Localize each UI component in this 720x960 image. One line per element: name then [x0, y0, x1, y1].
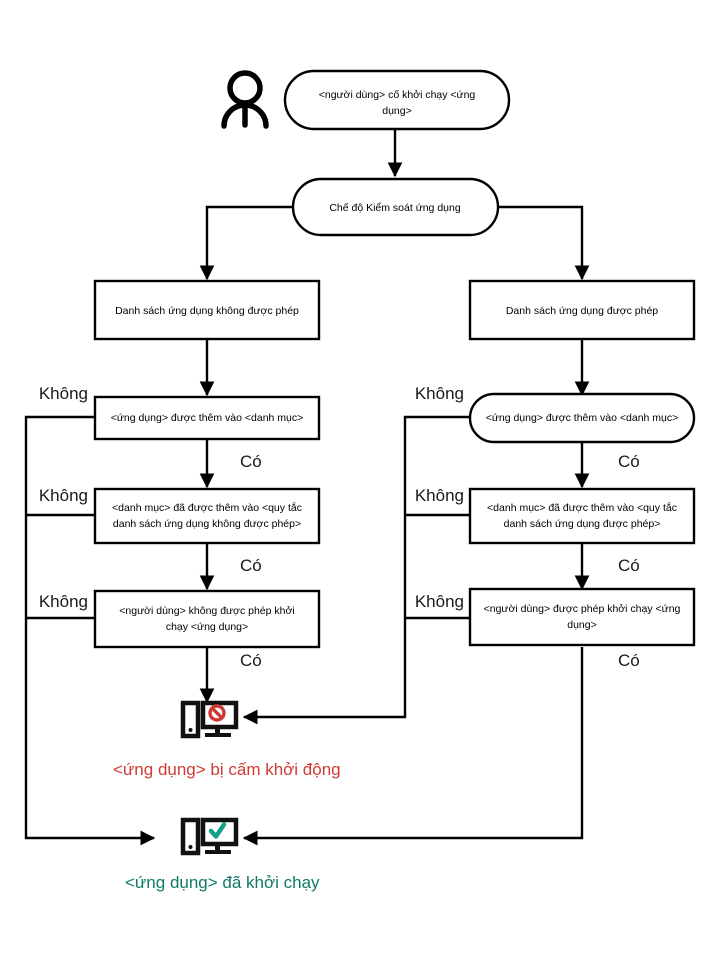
node-right-category-in-rule: <danh mục> đã được thêm vào <quy tắc dan…	[468, 487, 696, 545]
edge-label-right-no-1: Không	[415, 384, 464, 403]
node-right-q2-line2: danh sách ứng dụng được phép>	[504, 518, 661, 530]
pc-allowed-icon	[180, 817, 239, 856]
node-right-user-allowed: <người dùng> được phép khởi chạy <ứng dụ…	[468, 587, 696, 647]
edge-label-left-no-2: Không	[39, 486, 88, 505]
edge-label-left-no-1: Không	[39, 384, 88, 403]
outcome-denied-label: <ứng dụng> bị cấm khởi động	[113, 760, 341, 779]
user-actor-icon	[221, 70, 269, 129]
edge-right-no-rail	[242, 415, 470, 725]
node-left-q3-line1: <người dùng> không được phép khởi	[119, 605, 294, 617]
edge-mode-to-allowlist	[498, 205, 590, 281]
node-denylist-label: Danh sách ứng dụng không được phép	[115, 305, 299, 317]
node-right-q3-line2: dụng>	[567, 619, 597, 631]
node-start-line1: <người dùng> cố khởi chạy <ứng	[319, 89, 476, 101]
edge-mode-to-denylist	[199, 205, 292, 281]
node-left-q2-line1: <danh mục> đã được thêm vào <quy tắc	[112, 501, 302, 514]
node-left-app-in-category: <ứng dụng> được thêm vào <danh mục>	[93, 395, 321, 441]
edge-label-right-yes-3: Có	[618, 651, 640, 670]
node-left-q3-line2: chạy <ứng dụng>	[166, 621, 248, 633]
node-right-q1-label: <ứng dụng> được thêm vào <danh mục>	[486, 412, 679, 424]
node-right-q2-line1: <danh mục> đã được thêm vào <quy tắc	[487, 501, 677, 514]
node-start-line2: dụng>	[382, 105, 412, 117]
node-left-q2-line2: danh sách ứng dụng không được phép>	[113, 518, 301, 530]
node-left-user-not-allowed: <người dùng> không được phép khởi chạy <…	[93, 589, 321, 649]
node-right-q3-line1: <người dùng> được phép khởi chạy <ứng	[484, 603, 681, 615]
outcome-allowed-label: <ứng dụng> đã khởi chạy	[125, 873, 320, 892]
edge-right-q3-yes-to-allowed	[242, 647, 584, 846]
node-start: <người dùng> cố khởi chạy <ứng dụng>	[283, 69, 511, 131]
edge-label-right-yes-1: Có	[618, 452, 640, 471]
node-denylist: Danh sách ứng dụng không được phép	[93, 279, 321, 341]
node-allowlist-label: Danh sách ứng dụng được phép	[506, 305, 658, 317]
edge-label-left-yes-1: Có	[240, 452, 262, 471]
node-allowlist: Danh sách ứng dụng được phép	[468, 279, 696, 341]
pc-denied-icon	[180, 700, 239, 739]
node-mode-label: Chế độ Kiểm soát ứng dụng	[329, 202, 461, 214]
edge-label-left-no-3: Không	[39, 592, 88, 611]
edge-label-right-no-2: Không	[415, 486, 464, 505]
node-left-category-in-rule: <danh mục> đã được thêm vào <quy tắc dan…	[93, 487, 321, 545]
node-left-q1-label: <ứng dụng> được thêm vào <danh mục>	[111, 412, 304, 424]
edge-left-no-rail	[24, 415, 156, 846]
edge-label-left-yes-3: Có	[240, 651, 262, 670]
edge-label-left-yes-2: Có	[240, 556, 262, 575]
node-app-control-mode: Chế độ Kiểm soát ứng dụng	[291, 177, 500, 237]
node-right-app-in-category: <ứng dụng> được thêm vào <danh mục>	[468, 392, 696, 444]
edge-label-right-no-3: Không	[415, 592, 464, 611]
edge-label-right-yes-2: Có	[618, 556, 640, 575]
